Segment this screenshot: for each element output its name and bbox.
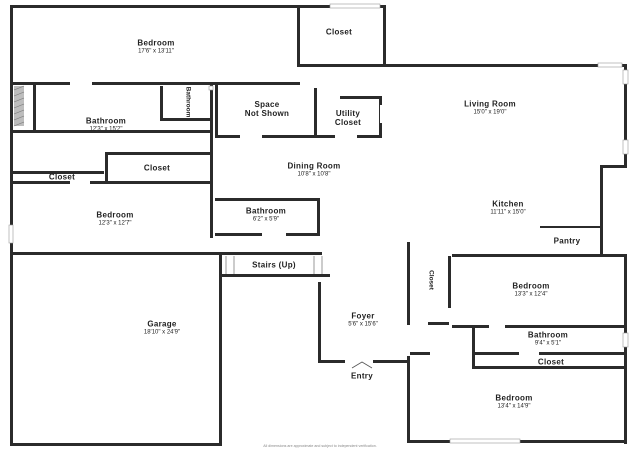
room-bedroom-bottom: Bedroom 13'4" x 14'9" [495,394,532,411]
room-name-line2: Closet [334,118,362,127]
room-name-line2: Not Shown [244,109,290,118]
room-closet-vertical: Closet [427,270,435,290]
room-name: Garage [147,319,177,329]
room-space-not-shown: Space Not Shown [245,100,289,118]
room-dimensions: 15'0" x 19'0" [473,109,507,116]
room-bedroom-top: Bedroom 17'6" x 13'11" [137,39,174,56]
windows [8,3,629,444]
room-name: Dining Room [287,161,341,171]
room-dimensions: 12'3" x 12'7" [98,220,132,227]
room-name: Closet [325,27,353,37]
room-bathroom-small: Bathroom [184,86,192,118]
room-dimensions: 18'10" x 24'9" [143,329,181,336]
room-bathroom-right: Bathroom 9'4" x 5'1" [528,331,568,348]
room-dimensions: 6'2" x 5'9" [252,216,280,223]
room-name: Stairs (Up) [252,260,296,270]
room-name: Foyer [351,311,375,321]
stairs-treads [225,256,323,274]
entry-label: Entry [351,371,373,381]
room-foyer: Foyer 5'6" x 15'6" [348,312,378,329]
room-name: Bedroom [495,393,533,403]
room-dimensions: 13'4" x 14'9" [497,403,531,410]
room-bedroom-right: Bedroom 13'3" x 12'4" [512,282,549,299]
room-dimensions: 5'6" x 15'6" [348,321,378,328]
interior-walls [10,5,627,369]
room-dining-room: Dining Room 10'8" x 10'8" [287,162,340,179]
room-name: Bathroom [245,206,287,216]
entry-arrow-icon [351,361,373,369]
footer-disclaimer: All dimensions are approximate and subje… [263,444,377,448]
room-name: Bedroom [137,38,175,48]
room-living-room: Living Room 15'0" x 19'0" [464,100,516,117]
room-name: Closet [537,357,565,367]
room-name: Pantry [553,236,581,246]
room-closet-mid: Closet [144,164,170,173]
room-kitchen: Kitchen 11'11" x 15'0" [490,200,525,217]
bathroom-vanity-hatch [13,85,25,127]
room-name: Closet [48,172,76,182]
room-closet-left: Closet [49,173,75,182]
room-bathroom-left: Bathroom 12'3" x 15'2" [86,117,126,134]
room-garage: Garage 18'10" x 24'9" [144,320,180,337]
room-utility-closet: Utility Closet [335,109,361,127]
room-dimensions: 13'3" x 12'4" [514,291,548,298]
room-dimensions: 9'4" x 5'1" [534,340,562,347]
room-closet-top: Closet [326,28,352,37]
room-dimensions: 11'11" x 15'0" [490,209,526,216]
room-name: Closet [143,163,171,173]
room-name-line1: Space [254,100,280,109]
room-bedroom-left: Bedroom 12'3" x 12'7" [96,211,133,228]
room-stairs: Stairs (Up) [252,261,296,270]
room-dimensions: 17'6" x 13'11" [138,48,174,55]
room-name: Living Room [464,99,516,109]
room-name: Bathroom [85,116,127,126]
room-name: Kitchen [492,199,524,209]
room-name: Bedroom [96,210,134,220]
door-openings [70,80,539,365]
room-name-line1: Utility [335,109,361,118]
room-closet-right: Closet [538,358,564,367]
room-name: Bedroom [512,281,550,291]
room-name: Bathroom [527,330,569,340]
room-dimensions: 12'3" x 15'2" [89,126,123,133]
room-dimensions: 10'8" x 10'8" [297,171,331,178]
room-bathroom-center: Bathroom 6'2" x 5'9" [246,207,286,224]
room-pantry: Pantry [554,237,581,246]
